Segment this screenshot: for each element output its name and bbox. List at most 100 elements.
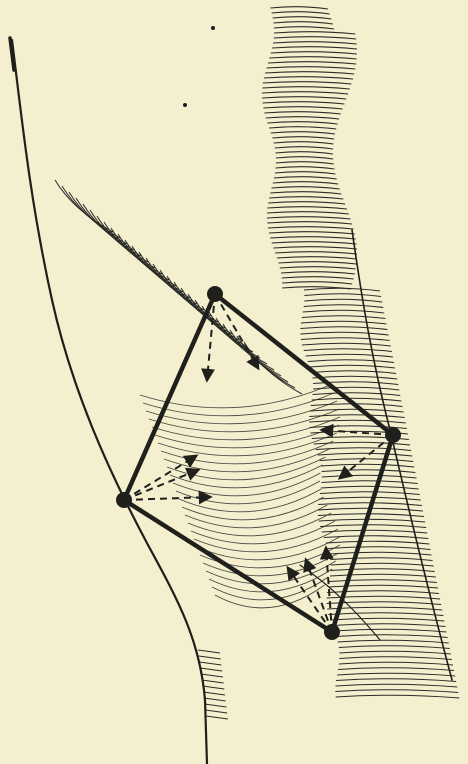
hatch-stroke [204,704,226,707]
hatch-stroke [202,680,224,683]
hatch-stroke [155,425,339,448]
hatch-stroke [282,277,354,279]
hatch-stroke [321,464,414,467]
hatch-stroke [273,42,357,44]
hatch-stroke [304,299,382,302]
hatch-stroke [270,7,328,9]
hatch-stroke [267,217,351,219]
hatch-stroke [266,117,339,119]
arrow-groups [124,294,393,632]
hatch-stroke [332,624,446,627]
hatch-stroke [280,267,356,269]
ink-speck [211,26,215,30]
hatch-stroke [326,541,430,544]
hatch-stroke [302,343,391,346]
hatch-stroke [320,459,414,462]
hatch-stroke [276,162,334,164]
hatch-stroke [328,613,443,616]
hatch-stroke [281,272,355,274]
hatch-stroke [267,67,356,69]
hatch-stroke [272,242,357,244]
hatch-stroke [275,172,336,174]
hatch-stroke [275,252,357,254]
hatch-stroke [310,365,395,368]
hatch-stroke [264,112,340,114]
hatch-stroke [200,668,222,671]
hatch-stroke [272,47,357,49]
hatch-stroke [336,695,460,698]
hatch-stroke [329,552,431,555]
hatch-stroke [301,321,387,324]
hatch-stroke [199,662,221,665]
hatch-stroke [262,97,346,99]
hatch-stroke [149,409,339,432]
hatch-stroke [302,316,386,319]
hatch-stroke [316,448,411,451]
hatch-stroke [320,525,426,528]
hatch-stroke [269,197,343,199]
body-contour-lines [10,38,452,764]
hatch-stroke [270,192,341,194]
hatch-stroke [263,102,345,104]
hatch-stroke [322,475,417,478]
hatch-stroke [263,82,352,84]
hatch-stroke [301,338,390,341]
hatch-stroke [274,142,334,144]
hatch-stroke [279,262,357,264]
hatch-stroke [230,330,288,382]
hatch-stroke [276,167,335,169]
hatch-stroke [275,147,333,149]
hatch-stroke [202,686,224,689]
hatch-stroke [199,656,221,659]
ink-speck [183,103,187,107]
hatch-stroke [336,684,458,687]
hatch-stroke [272,12,330,14]
hatch-stroke [304,288,380,291]
hatch-stroke [335,690,458,693]
hatch-stroke [274,177,337,179]
hatch-stroke [306,354,393,357]
hatch-stroke [318,514,424,517]
hatch-stroke [198,650,220,653]
hatch-stroke [273,247,356,249]
hatch-stroke [313,387,399,390]
vertex-dot-top [207,286,223,302]
hatch-stroke [339,662,453,665]
hatch-stroke [197,537,340,560]
hatch-stroke [244,342,302,394]
hatch-stroke [336,679,456,682]
hatch-stroke [330,574,436,577]
hatch-stroke [274,37,356,39]
hatch-stroke [338,640,449,643]
hatch-stroke [273,17,332,19]
hatch-stroke [339,646,450,649]
hatch-stroke [304,305,384,308]
hatch-stroke [205,710,227,713]
hatch-stroke [262,92,348,94]
hatch-stroke [223,324,281,376]
hatch-stroke [274,32,355,34]
hatch-stroke [262,87,350,89]
hatch-stroke [276,152,334,154]
hatch-stroke [309,420,406,423]
hatch-stroke [265,72,354,74]
hatch-stroke [237,336,295,388]
hatch-stroke [269,127,336,129]
hatch-stroke [327,602,442,605]
hatch-stroke [308,360,394,363]
hatch-stroke [185,505,327,528]
quadrilateral-outline [124,294,393,632]
hatch-stroke [158,433,337,456]
hatch-stroke [337,673,455,676]
hatch-stroke [330,618,444,621]
hatching-shading [55,7,459,719]
hatch-stroke [312,398,402,401]
hatch-stroke [303,310,385,313]
hatch-stroke [331,569,435,572]
hatch-stroke [322,530,427,533]
hatch-stroke [318,453,412,456]
hatch-stroke [173,473,320,496]
hatch-stroke [152,417,340,440]
